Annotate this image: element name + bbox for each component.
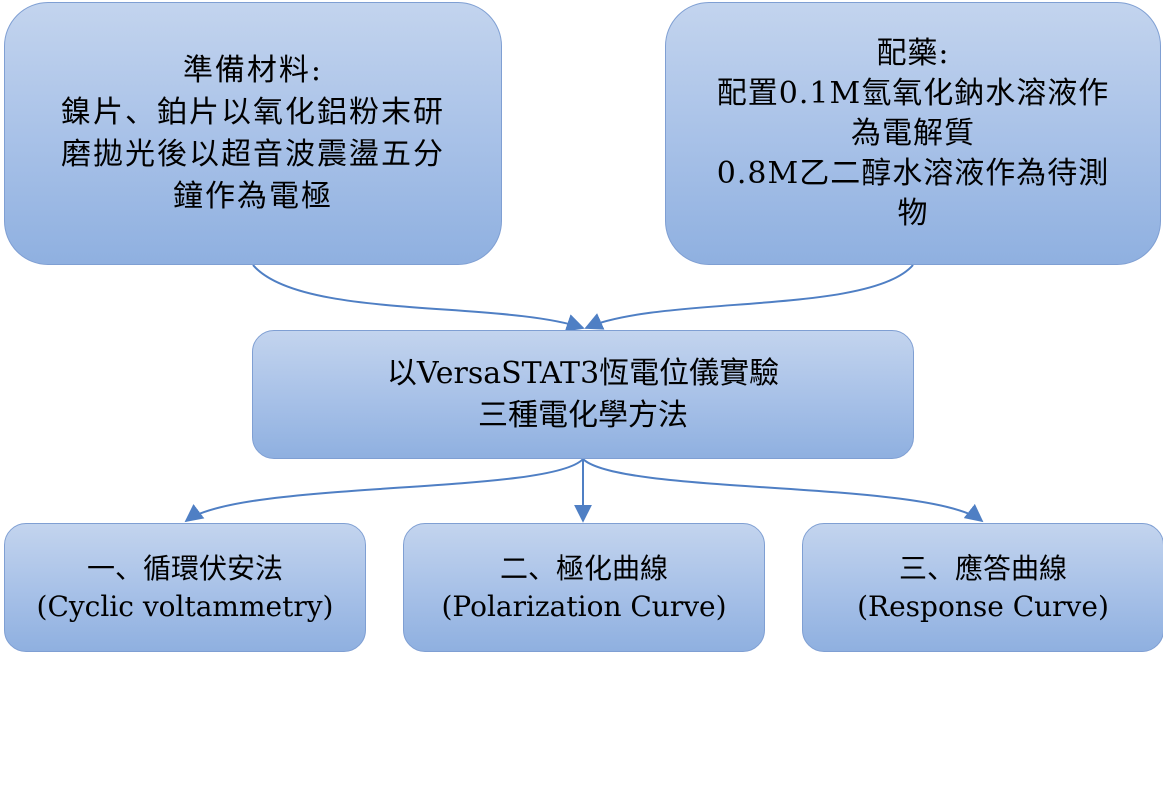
response-curve-title: 三、應答曲線	[898, 551, 1067, 585]
response-curve-box: 三、應答曲線 (Response Curve)	[802, 523, 1163, 652]
materials-heading: 準備材料:	[182, 52, 324, 88]
prepare-solution-box: 配藥: 配置0.1M氫氧化鈉水溶液作 為電解質 0.8M乙二醇水溶液作為待測 物	[665, 2, 1161, 265]
materials-text-line-2: 磨拋光後以超音波震盪五分	[61, 136, 445, 172]
arrow-medicine-to-versastat	[584, 264, 914, 330]
response-curve-english: (Response Curve)	[857, 589, 1109, 623]
solution-text-line-3: 0.8M乙二醇水溶液作為待測	[716, 155, 1110, 191]
cyclic-voltammetry-box: 一、循環伏安法 (Cyclic voltammetry)	[4, 523, 366, 652]
solution-text-line-4: 物	[897, 195, 929, 231]
polarization-curve-english: (Polarization Curve)	[441, 589, 727, 623]
versastat-text-line-1: 以VersaSTAT3恆電位儀實驗	[386, 355, 780, 391]
versastat-experiment-box: 以VersaSTAT3恆電位儀實驗 三種電化學方法	[252, 330, 914, 459]
arrow-versastat-to-response	[582, 458, 984, 523]
cyclic-voltammetry-title: 一、循環伏安法	[86, 551, 283, 585]
solution-text-line-2: 為電解質	[851, 115, 975, 151]
arrow-materials-to-versastat	[252, 264, 585, 332]
solution-heading: 配藥:	[876, 35, 950, 71]
polarization-curve-title: 二、極化曲線	[499, 551, 668, 585]
cyclic-voltammetry-english: (Cyclic voltammetry)	[36, 589, 334, 623]
arrow-versastat-to-cv	[184, 458, 584, 523]
solution-text-line-1: 配置0.1M氫氧化鈉水溶液作	[716, 75, 1110, 111]
materials-text-line-3: 鐘作為電極	[173, 178, 333, 214]
prepare-materials-box: 準備材料: 鎳片、鉑片以氧化鋁粉末研 磨拋光後以超音波震盪五分 鐘作為電極	[4, 2, 502, 265]
polarization-curve-box: 二、極化曲線 (Polarization Curve)	[403, 523, 765, 652]
versastat-text-line-2: 三種電化學方法	[478, 397, 688, 433]
materials-text-line-1: 鎳片、鉑片以氧化鋁粉末研	[61, 94, 445, 130]
